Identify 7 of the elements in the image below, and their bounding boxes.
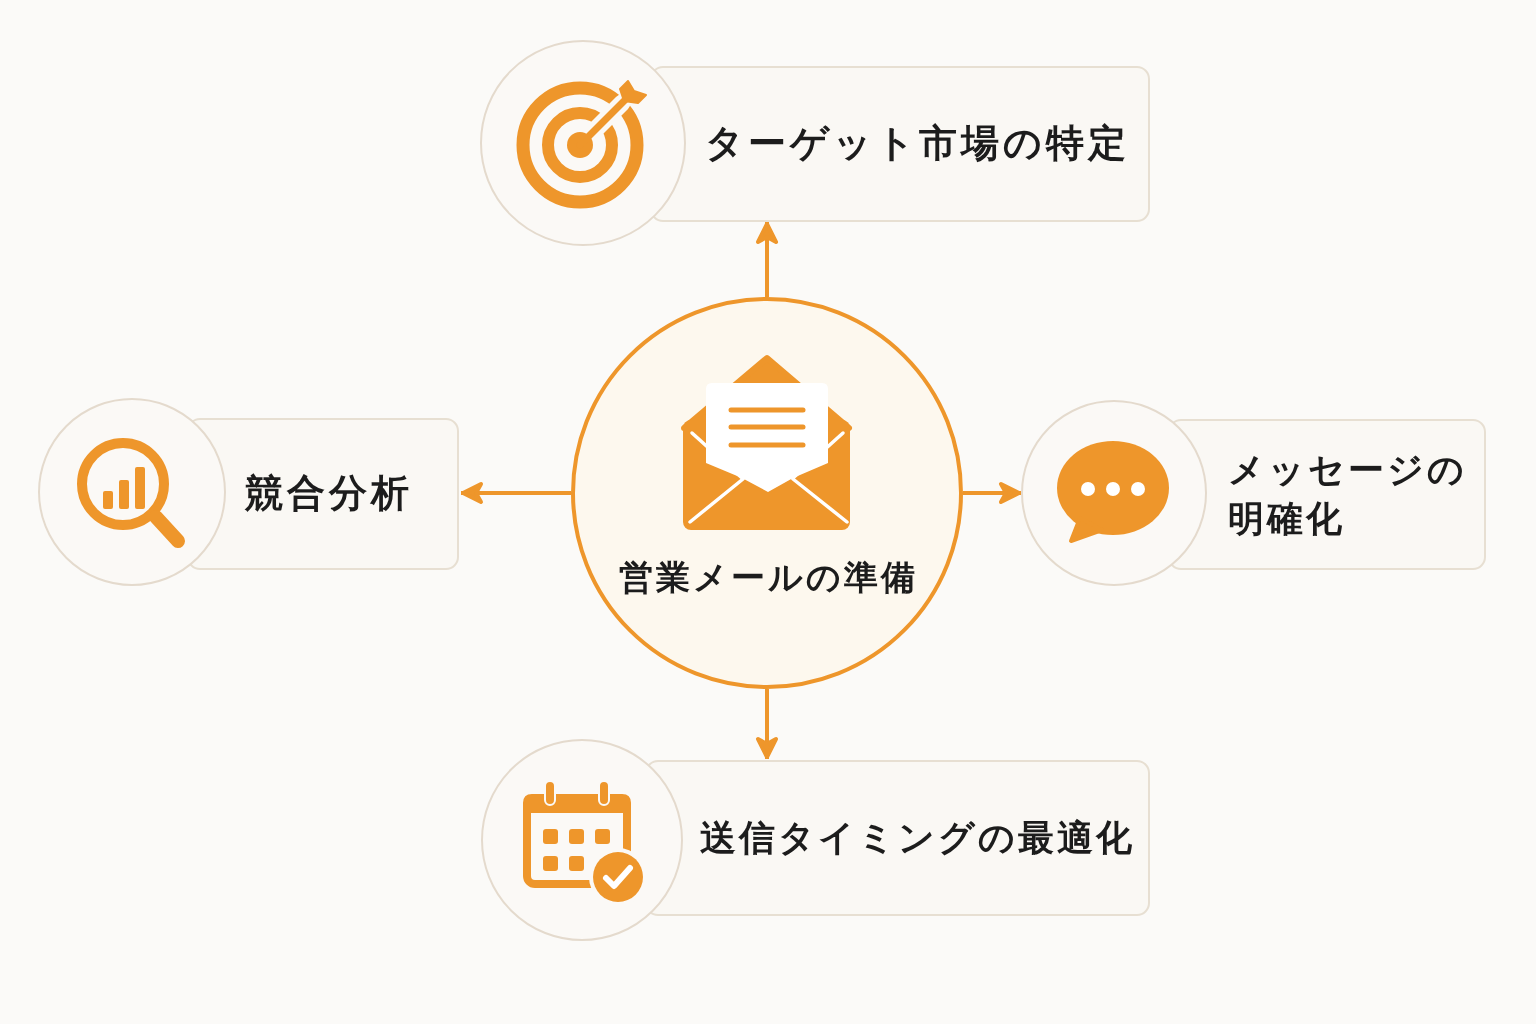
arrow: [461, 482, 571, 504]
step-label: ターゲット市場の特定: [705, 120, 1130, 168]
arrow: [963, 482, 1021, 504]
step-label: 競合分析: [245, 470, 413, 518]
hub-label: 営業メールの準備: [618, 556, 918, 599]
step-label: メッセージの明確化: [1228, 447, 1468, 542]
step-label: 送信タイミングの最適化: [700, 815, 1135, 860]
